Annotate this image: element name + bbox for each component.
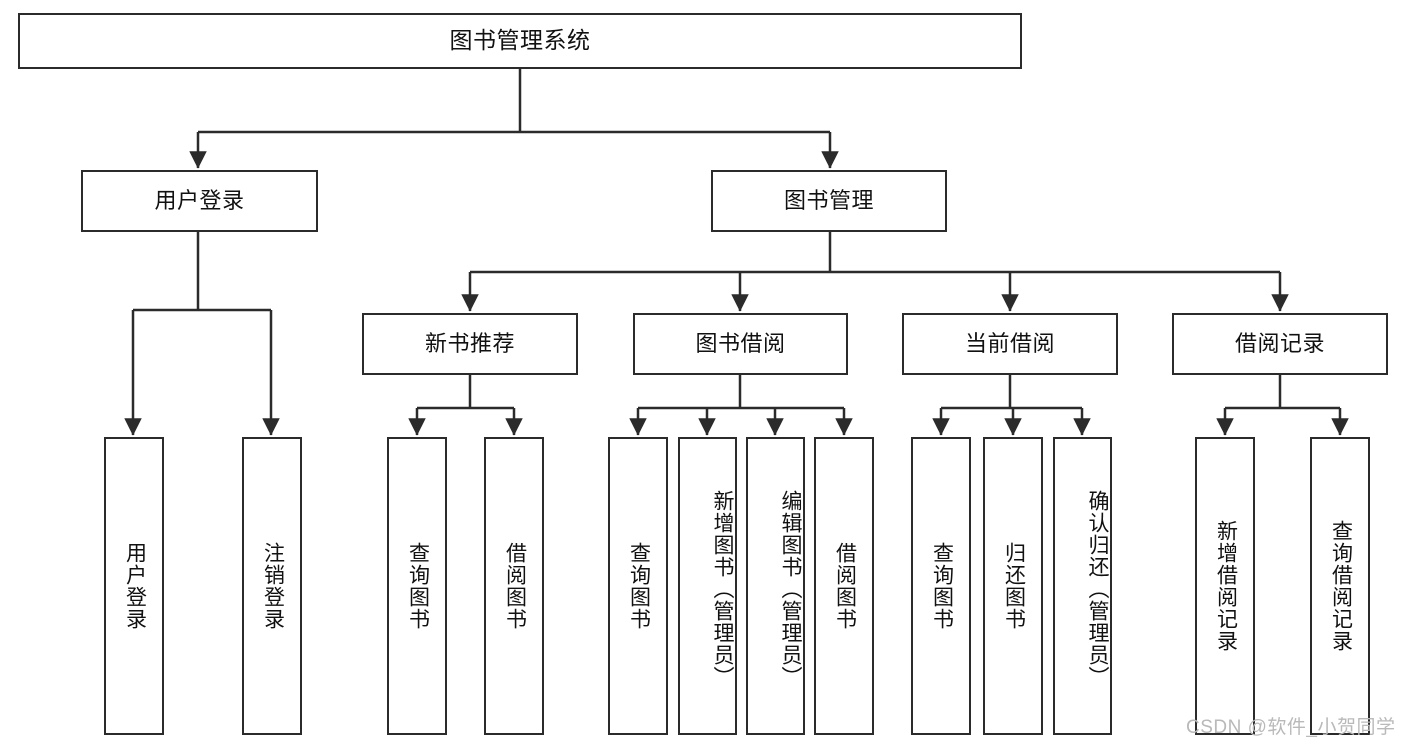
node-borrow-record[interactable]: 借阅记录 (1172, 313, 1388, 375)
leaf-query-book-current[interactable]: 查询图书 (911, 437, 971, 735)
leaf-confirm-return-admin[interactable]: 确认归还（管理员） (1053, 437, 1112, 735)
leaf-borrow-book-newbook[interactable]: 借阅图书 (484, 437, 544, 735)
leaf-query-borrow-record[interactable]: 查询借阅记录 (1310, 437, 1370, 735)
node-new-book-recommend[interactable]: 新书推荐 (362, 313, 578, 375)
node-book-borrow[interactable]: 图书借阅 (633, 313, 848, 375)
leaf-add-borrow-record[interactable]: 新增借阅记录 (1195, 437, 1255, 735)
node-root[interactable]: 图书管理系统 (18, 13, 1022, 69)
leaf-edit-book-admin[interactable]: 编辑图书（管理员） (746, 437, 805, 735)
leaf-add-book-admin[interactable]: 新增图书（管理员） (678, 437, 737, 735)
node-current-borrow[interactable]: 当前借阅 (902, 313, 1118, 375)
node-book-management[interactable]: 图书管理 (711, 170, 947, 232)
node-user-login[interactable]: 用户登录 (81, 170, 318, 232)
leaf-query-book-newbook[interactable]: 查询图书 (387, 437, 447, 735)
leaf-borrow-book[interactable]: 借阅图书 (814, 437, 874, 735)
csdn-watermark: CSDN @软件_小贺同学 (1186, 717, 1396, 738)
leaf-query-book-borrow[interactable]: 查询图书 (608, 437, 668, 735)
leaf-logout[interactable]: 注销登录 (242, 437, 302, 735)
leaf-return-book[interactable]: 归还图书 (983, 437, 1043, 735)
leaf-user-login[interactable]: 用户登录 (104, 437, 164, 735)
